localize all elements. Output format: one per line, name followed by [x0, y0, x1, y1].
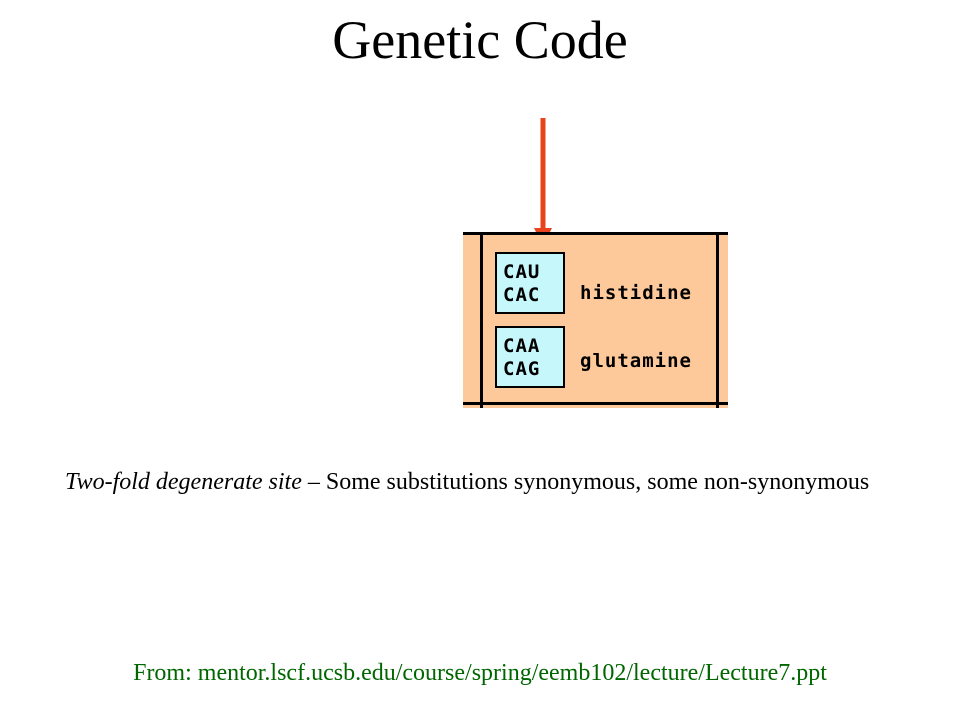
table-left-divider: [480, 232, 483, 408]
caption-dash: –: [301, 469, 326, 495]
codon-box-histidine: CAU CAC: [495, 252, 565, 314]
codon-box-glutamine: CAA CAG: [495, 326, 565, 388]
codon-label: CAC: [503, 284, 541, 306]
codon-label: CAU: [503, 261, 541, 283]
slide-title: Genetic Code: [332, 10, 628, 70]
codon-label: CAG: [503, 358, 541, 380]
codon-table: CAU CAC histidine CAA CAG glutamine: [463, 232, 728, 408]
caption-description: Some substitutions synonymous, some non-…: [325, 469, 870, 495]
table-right-divider: [716, 232, 719, 408]
down-arrow-icon: [534, 118, 552, 246]
amino-acid-label: glutamine: [580, 350, 692, 372]
amino-acid-label: histidine: [580, 282, 692, 304]
table-bottom-border: [463, 402, 728, 405]
table-top-border: [463, 232, 728, 235]
source-citation: From: mentor.lscf.ucsb.edu/course/spring…: [133, 660, 827, 686]
caption: Two-fold degenerate site – Some substitu…: [65, 466, 915, 499]
codon-label: CAA: [503, 335, 541, 357]
caption-term: Two-fold degenerate site: [65, 469, 302, 495]
